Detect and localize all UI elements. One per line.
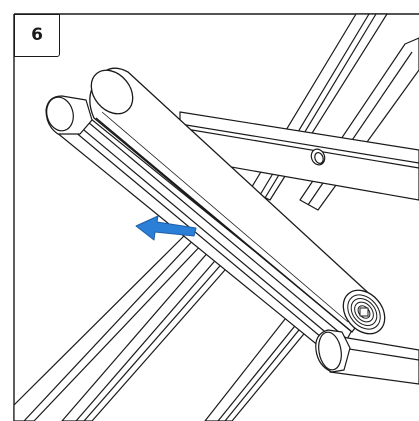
roll-spiral xyxy=(347,294,381,330)
direction-arrow-shape xyxy=(135,215,197,241)
step-number: 6 xyxy=(31,25,43,45)
roll-lower-edge xyxy=(95,117,353,333)
front-rail-groove-1 xyxy=(75,111,347,339)
leg-b-lower-inner xyxy=(75,254,221,421)
back-rail xyxy=(179,111,419,201)
roll-highlight xyxy=(101,111,349,323)
fabric-roll xyxy=(89,67,386,335)
front-rail-groove-2 xyxy=(71,119,343,347)
leg-e-inner xyxy=(23,234,199,421)
roll-core xyxy=(359,307,369,317)
right-end-cap xyxy=(315,329,419,385)
bolt-hole-inner xyxy=(314,152,324,164)
frame xyxy=(13,13,419,421)
left-end-cap xyxy=(45,95,93,135)
step-number-box: 6 xyxy=(14,14,60,57)
right-cap-face xyxy=(318,331,342,371)
arrow-left-icon xyxy=(135,215,197,241)
back-rail-edge xyxy=(179,123,419,164)
back-rail-edge2 xyxy=(179,127,419,169)
leg-b-lower-inner2 xyxy=(83,258,227,421)
front-rail-groove-3 xyxy=(67,125,340,353)
left-cap-face xyxy=(46,96,74,132)
roll-top-end xyxy=(90,69,134,115)
